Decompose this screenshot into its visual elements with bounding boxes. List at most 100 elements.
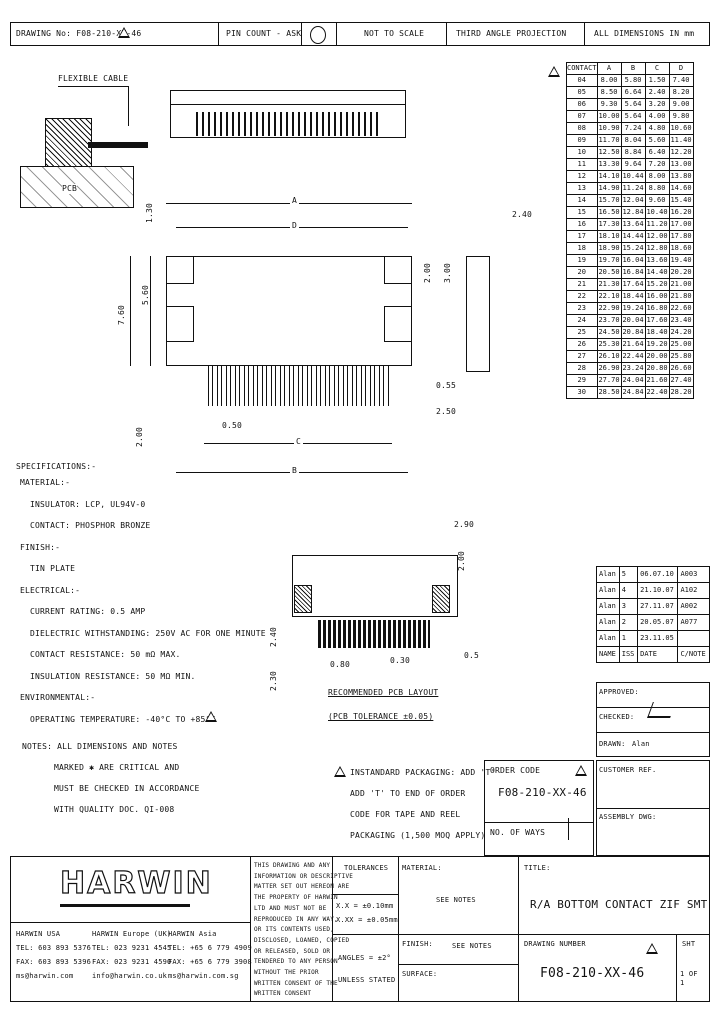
dim-080: 0.80 [330,660,351,669]
table-cell: 8.50 [596,86,622,99]
divider [596,732,710,733]
dim-c: C [294,437,304,447]
table-cell: 15 [566,206,598,219]
table-cell: 6.64 [620,86,646,99]
revision-cell: 06.07.10 [637,566,679,583]
pin-count: PIN COUNT - ASK [226,29,302,38]
warning-icon [334,766,346,777]
divider [518,856,519,1002]
table-cell: 10 [566,146,598,159]
note-line: WITH QUALITY DOC. QI-008 [54,805,175,814]
dim-200b: 2.00 [423,262,433,284]
no-of-ways-label: NO. OF WAYS [490,828,546,837]
table-cell: 14.60 [668,182,694,195]
divider [250,856,251,1002]
tolerances-label: TOLERANCES [344,864,389,872]
table-cell: 21.00 [668,278,694,291]
table-cell: 15.40 [668,194,694,207]
divider [336,22,337,46]
copyright-line: THIS DRAWING AND ANY [254,862,331,869]
finish-value: SEE NOTES [452,942,492,950]
revision-cell: A002 [677,598,710,615]
table-cell: 26.10 [596,350,622,363]
table-cell: 14.10 [596,170,622,183]
drawing-number-value: F08-210-XX-46 [540,966,645,981]
spec-line: ELECTRICAL:- [20,585,81,595]
spec-line: CURRENT RATING: 0.5 AMP [30,607,146,616]
table-cell: 20.04 [620,314,646,327]
spec-line: INSULATOR: LCP, UL94V-0 [30,499,146,509]
tolerance-1: X.X = ±0.10mm [336,902,394,910]
title-bar [10,22,710,46]
contact-pins [204,366,392,406]
divider [484,822,594,823]
table-cell: 15.24 [620,242,646,255]
table-cell: 17.60 [644,314,670,327]
table-cell: 5.80 [620,74,646,87]
table-cell: 13.00 [668,158,694,171]
table-cell: 14.90 [596,182,622,195]
sheet-value: 1 OF 1 [680,970,698,987]
dim-line [130,256,131,366]
material-label: MATERIAL: [402,864,442,872]
copyright-line: REPRODUCED IN ANY WAY, [254,915,338,923]
table-cell: 18.40 [644,326,670,339]
table-cell: 8.00 [644,170,670,183]
table-cell: D [668,62,694,75]
office-tel: TEL: 023 9231 4545 [92,944,172,952]
table-cell: 7.24 [620,122,646,135]
divider [446,22,447,46]
connector-line [170,104,406,105]
divider [332,934,398,935]
copyright-line: TENDERED TO ANY PERSON [254,958,338,966]
table-cell: 24.84 [620,386,646,399]
copyright-line: OR RELEASED, SOLD OR [254,947,331,955]
table-cell: 24.04 [620,374,646,387]
dim-050: 0.50 [222,421,243,430]
table-cell: 11.70 [596,134,622,147]
copyright-line: DISCLOSED, LOANED, COPIED [254,936,350,944]
note-line: MARKED ✱ ARE CRITICAL AND [54,763,180,772]
copyright-line: WITHOUT THE PRIOR [254,969,319,976]
table-cell: 10.60 [668,122,694,135]
table-cell: 12 [566,170,598,183]
table-cell: 19.24 [620,302,646,315]
table-cell: 9.30 [596,98,622,111]
flex-cable [88,142,148,148]
table-cell: C [644,62,670,75]
table-cell: 26.90 [596,362,622,375]
table-cell: 17.30 [596,218,622,231]
table-cell: 5.64 [620,110,646,123]
revision-cell [677,630,710,647]
table-cell: 8.80 [644,182,670,195]
table-cell: 22.90 [596,302,622,315]
dim-b: B [290,466,300,476]
revision-cell: Alan [596,598,620,615]
ways-field [568,818,569,840]
packaging-line: ADD 'T' TO END OF ORDER [350,789,466,798]
warning-icon [205,711,217,722]
packaging-line: PACKAGING (1,500 MOQ APPLY) [350,831,486,840]
tolerance-2: X.XX = ±0.05mm [336,916,398,924]
table-cell: 4.80 [644,122,670,135]
table-cell: 15.20 [644,278,670,291]
divider [332,894,398,895]
table-cell: 16.84 [620,266,646,279]
table-cell: 11.24 [620,182,646,195]
table-cell: 24.50 [596,326,622,339]
revision-cell: 1 [618,630,639,647]
table-cell: 5.60 [644,134,670,147]
revision-cell: A077 [677,614,710,631]
